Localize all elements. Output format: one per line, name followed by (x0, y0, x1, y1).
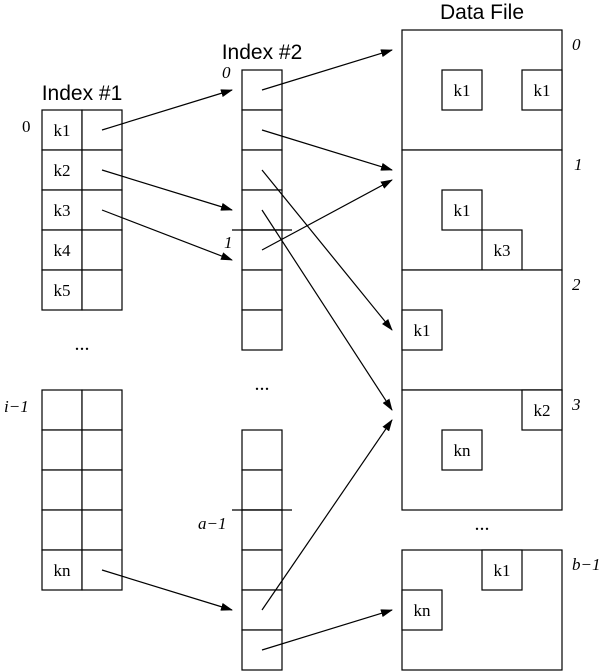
arrow-index2-to-block1 (261, 129, 393, 171)
index2-cell (241, 509, 283, 551)
arrow-index2-bottom-to-block3 (261, 419, 393, 611)
index2-cell (241, 469, 283, 511)
record-box (441, 429, 483, 471)
index1-key-cell (41, 389, 83, 431)
index2-label-0: 0 (222, 63, 231, 82)
data-block-label: b−1 (572, 555, 600, 574)
record-box (481, 549, 523, 591)
record-key: k1 (414, 321, 431, 340)
index1-key-text: k1 (54, 121, 71, 140)
arrow-index2-to-block0 (261, 49, 393, 91)
index2-cell (241, 309, 283, 351)
arrow-index1-k2-to-index2 (101, 169, 233, 211)
index1-key-text: k3 (54, 201, 71, 220)
index2-label-1: 1 (224, 233, 233, 252)
index1-bottom-table: i−1 kn (4, 389, 123, 591)
index2-label-a-1: a−1 (198, 514, 226, 533)
data-block-label: 0 (572, 35, 581, 54)
index2-cell (241, 269, 283, 311)
record-key: kn (454, 441, 472, 460)
index2-ellipsis: ... (255, 373, 270, 395)
data-file-title: Data File (440, 1, 524, 24)
record-box (521, 69, 563, 111)
index1-key-cell (41, 269, 83, 311)
arrow-index2-bottom-to-block-b-1 (261, 609, 393, 651)
index1-label-0: 0 (22, 117, 31, 136)
index1-key-text: kn (54, 561, 72, 580)
index2-bottom-table: a−1 (198, 429, 292, 671)
record-box (441, 189, 483, 231)
index1-title: Index #1 (42, 82, 123, 105)
index1-key-text: k5 (54, 281, 71, 300)
record-box (401, 589, 443, 631)
arrow-index1-k1-to-index2 (101, 89, 233, 131)
index2-top-table: 0 1 (222, 63, 292, 351)
index2-title: Index #2 (222, 41, 303, 64)
index1-key-text: k2 (54, 161, 71, 180)
index1-pointer-cell (81, 269, 123, 311)
record-key: k3 (494, 241, 511, 260)
record-key: k1 (494, 561, 511, 580)
index1-key-cell (41, 509, 83, 551)
index1-key-cell (41, 109, 83, 151)
index1-key-cell (41, 469, 83, 511)
data-block-label: 1 (574, 155, 583, 174)
index1-key-text: k4 (54, 241, 72, 260)
data-block-label: 2 (572, 275, 581, 294)
index1-ellipsis: ... (75, 333, 90, 355)
index1-label-i-1: i−1 (4, 397, 29, 416)
record-key: k1 (534, 81, 551, 100)
pointer-arrows (101, 49, 393, 651)
data-file-ellipsis: ... (475, 513, 490, 535)
index1-pointer-cell (81, 469, 123, 511)
data-file: 0 k1 k1 1 k1 k3 2 k1 3 k2 kn ... b−1 k1 … (401, 29, 600, 671)
record-key: kn (414, 601, 432, 620)
index1-pointer-cell (81, 389, 123, 431)
index2-cell (241, 549, 283, 591)
record-box (401, 309, 443, 351)
record-key: k1 (454, 81, 471, 100)
arrow-index1-k3-to-index2 (101, 209, 233, 261)
arrow-index2-to-block3 (261, 209, 393, 411)
arrow-index1-kn-to-index2 (101, 569, 233, 611)
index1-key-cell (41, 429, 83, 471)
index1-top-table: 0 k1 k2 k3 k4 k5 (22, 109, 123, 311)
index1-key-cell (41, 549, 83, 591)
record-box (481, 229, 523, 271)
index2-cell (241, 429, 283, 471)
record-box (441, 69, 483, 111)
record-key: k2 (534, 401, 551, 420)
index1-pointer-cell (81, 429, 123, 471)
data-block-label: 3 (571, 395, 581, 414)
arrow-index2-to-block1-b (261, 179, 393, 251)
record-key: k1 (454, 201, 471, 220)
index1-pointer-cell (81, 229, 123, 271)
index1-pointer-cell (81, 509, 123, 551)
index2-cell (241, 189, 283, 231)
arrow-index2-to-block2 (261, 169, 393, 331)
record-box (521, 389, 563, 431)
